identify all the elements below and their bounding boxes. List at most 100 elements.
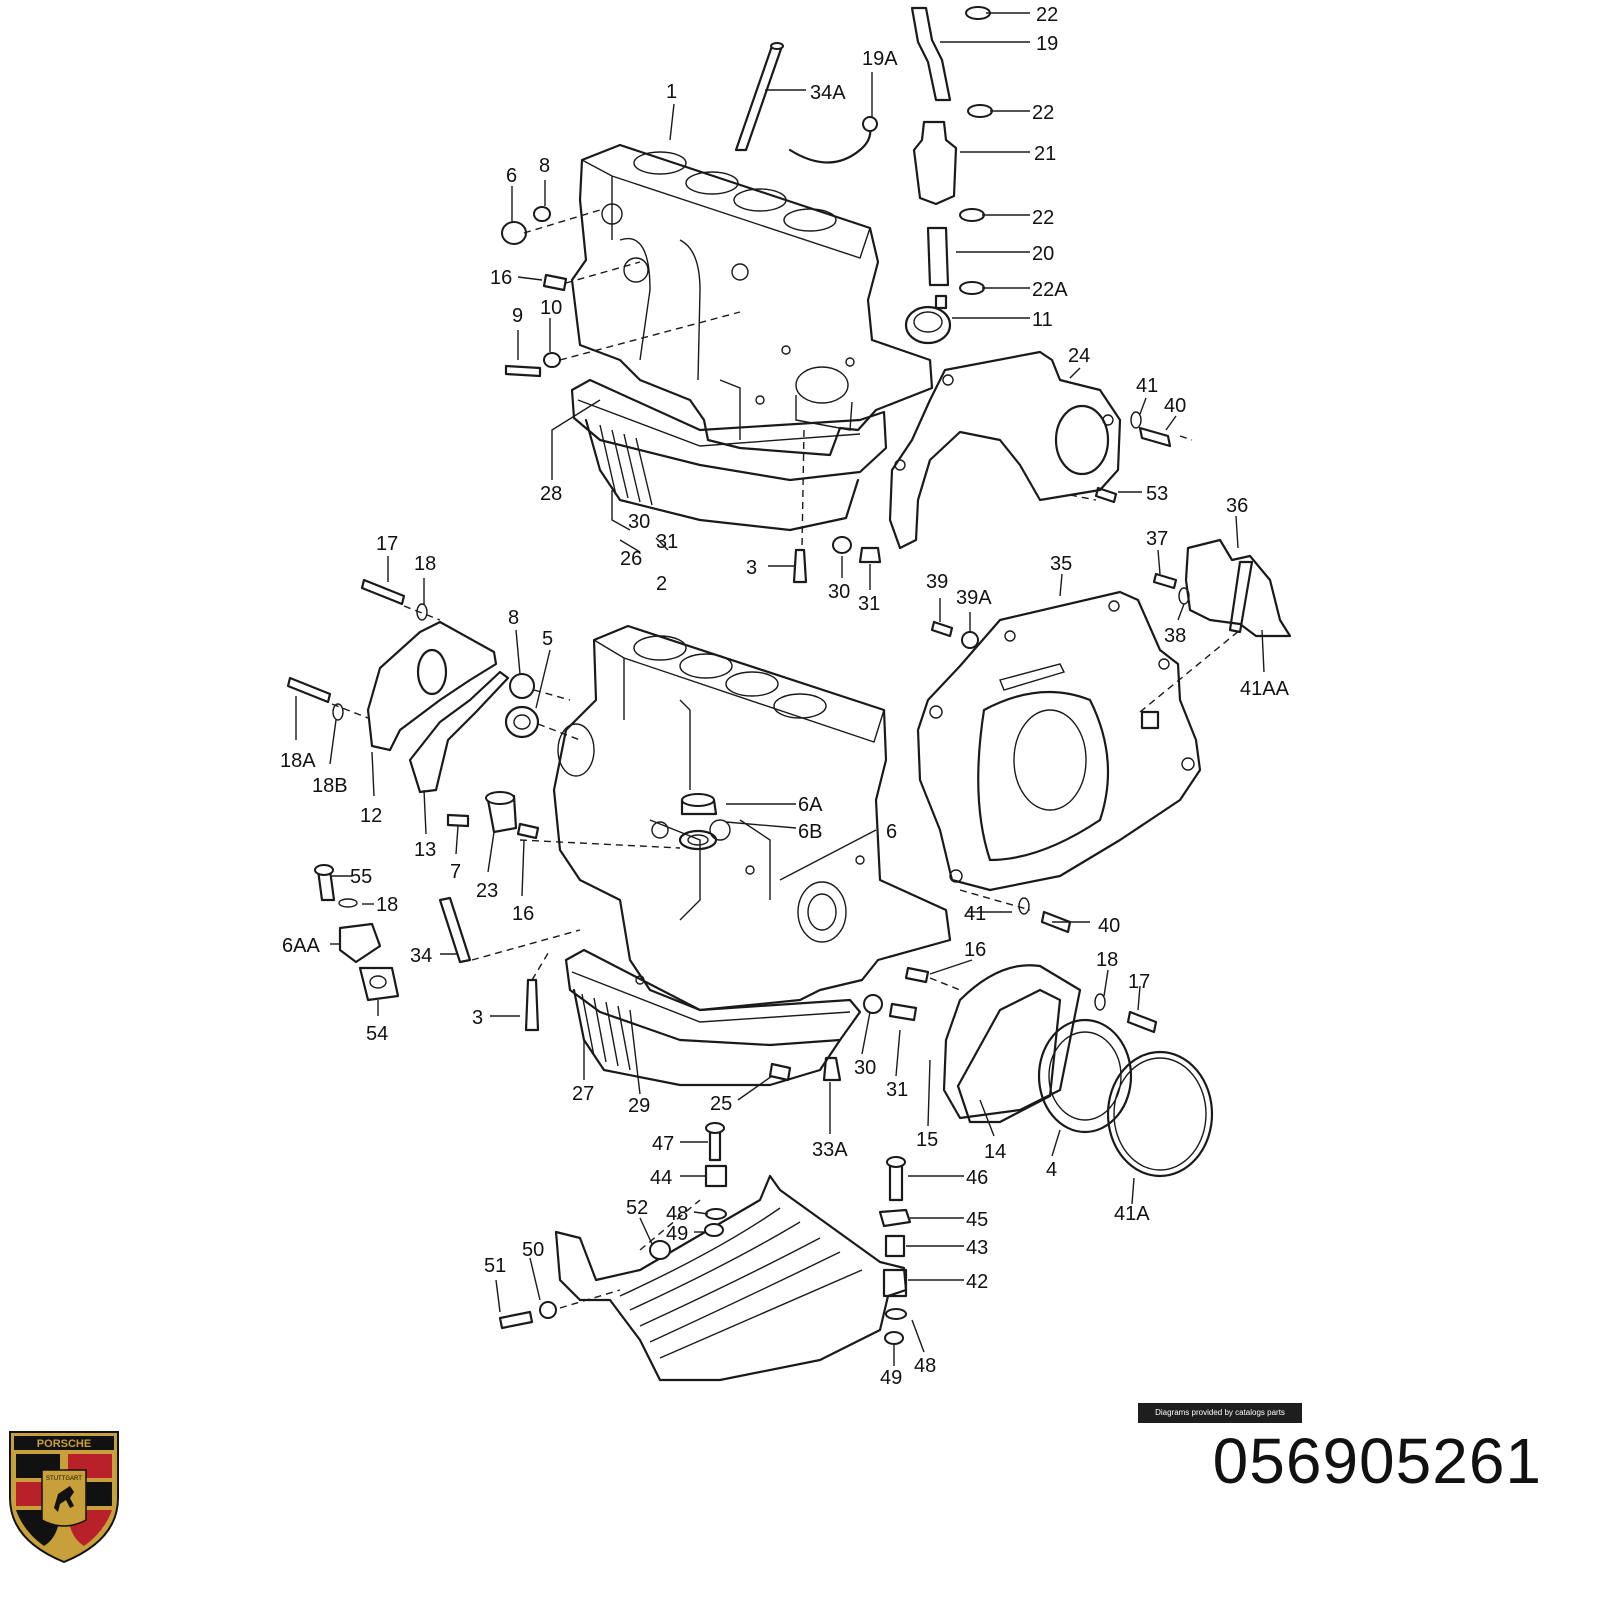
callout-8-b: 8 [508, 607, 519, 629]
front-seal-housing [366, 620, 510, 794]
adapter-plate-35 [916, 590, 1202, 934]
oil-pan-lower [564, 948, 862, 1087]
part-number: 056905261 [1212, 1425, 1542, 1497]
lower-small-parts [286, 578, 1158, 1082]
dipstick-tube-upper [734, 42, 784, 152]
callout-47: 47 [652, 1133, 674, 1155]
upper-small-parts [501, 206, 568, 378]
svg-text:PORSCHE: PORSCHE [37, 1438, 91, 1450]
callout-39A: 39A [956, 587, 992, 609]
callout-31-b: 31 [858, 593, 880, 615]
flywheel-cover-plate-24 [888, 350, 1172, 550]
callout-43: 43 [966, 1237, 988, 1259]
callout-30: 30 [628, 511, 650, 533]
callout-5: 5 [542, 628, 553, 650]
callout-14: 14 [984, 1141, 1006, 1163]
shield-hardware [498, 1122, 912, 1345]
callout-23: 23 [476, 880, 498, 902]
callout-34A: 34A [810, 82, 846, 104]
engine-block-lower [552, 624, 952, 1012]
upper-drain-parts [792, 536, 882, 584]
callout-18B: 18B [312, 775, 348, 797]
engine-block-upper [570, 143, 934, 457]
oil-pan-upper [570, 378, 888, 532]
callout-17-b: 17 [1128, 971, 1150, 993]
callout-29: 29 [628, 1095, 650, 1117]
leader-lines [295, 12, 1265, 1366]
callout-22A: 22A [1032, 279, 1068, 301]
callout-13: 13 [414, 839, 436, 861]
callout-22-c: 22 [1032, 207, 1054, 229]
porsche-crest-logo: PORSCHE STUTTGART [9, 1431, 119, 1564]
callout-17: 17 [376, 533, 398, 555]
callout-24: 24 [1068, 345, 1090, 367]
callout-3: 3 [746, 557, 757, 579]
callout-48-b: 48 [914, 1355, 936, 1377]
callout-2: 2 [656, 573, 667, 595]
bracket-36 [1152, 538, 1292, 638]
callout-40-b: 40 [1098, 915, 1120, 937]
callout-52: 52 [626, 1197, 648, 1219]
callout-44: 44 [650, 1167, 672, 1189]
callout-53: 53 [1146, 483, 1168, 505]
callout-49: 49 [666, 1223, 688, 1245]
oil-return-pipe [788, 116, 878, 164]
callout-41: 41 [1136, 375, 1158, 397]
callout-9: 9 [512, 305, 523, 327]
callout-30-b: 30 [828, 581, 850, 603]
callout-42: 42 [966, 1271, 988, 1293]
callout-45: 45 [966, 1209, 988, 1231]
callout-41A: 41A [1114, 1203, 1150, 1225]
engine-shield [554, 1174, 908, 1382]
callout-55: 55 [350, 866, 372, 888]
callout-22-b: 22 [1032, 102, 1054, 124]
callout-30-c: 30 [854, 1057, 876, 1079]
callout-6: 6 [506, 165, 517, 187]
callout-18-b: 18 [376, 894, 398, 916]
callout-20: 20 [1032, 243, 1054, 265]
callout-37: 37 [1146, 528, 1168, 550]
callout-8: 8 [539, 155, 550, 177]
callout-38: 38 [1164, 625, 1186, 647]
callout-6AA: 6AA [282, 935, 320, 957]
callout-40: 40 [1164, 395, 1186, 417]
callout-7: 7 [450, 861, 461, 883]
breather-assembly [904, 6, 993, 345]
callout-22: 22 [1036, 4, 1058, 26]
oil-filler-neck [678, 793, 718, 851]
callout-39: 39 [926, 571, 948, 593]
callout-35: 35 [1050, 553, 1072, 575]
callout-19A: 19A [862, 48, 898, 70]
callout-1: 1 [666, 81, 677, 103]
callout-16: 16 [490, 267, 512, 289]
callout-11: 11 [1032, 309, 1053, 331]
callout-41AA: 41AA [1240, 678, 1290, 700]
callout-18: 18 [414, 553, 436, 575]
callout-6B: 6B [798, 821, 822, 843]
callout-6A: 6A [798, 794, 823, 816]
callout-15: 15 [916, 1129, 938, 1151]
callout-12: 12 [360, 805, 382, 827]
callout-34: 34 [410, 945, 432, 967]
callout-27: 27 [572, 1083, 594, 1105]
assembly-dash-lines [331, 209, 1241, 1309]
callout-54: 54 [366, 1023, 388, 1045]
callout-36: 36 [1226, 495, 1248, 517]
callout-28: 28 [540, 483, 562, 505]
callout-31: 31 [656, 531, 678, 553]
callout-19: 19 [1036, 33, 1058, 55]
rear-seal-assembly [942, 964, 1214, 1178]
callout-labels: 22 19 19A 34A 1 22 21 22 20 22A 11 6 8 1… [280, 4, 1290, 1389]
callout-10: 10 [540, 297, 562, 319]
callout-50: 50 [522, 1239, 544, 1261]
diagram-credit-label: Diagrams provided by catalogs parts [1138, 1403, 1302, 1423]
callout-33A: 33A [812, 1139, 848, 1161]
callout-18-c: 18 [1096, 949, 1118, 971]
callout-21: 21 [1034, 143, 1056, 165]
callout-6-b: 6 [886, 821, 897, 843]
callout-26: 26 [620, 548, 642, 570]
svg-text:STUTTGART: STUTTGART [46, 1476, 82, 1482]
callout-25: 25 [710, 1093, 732, 1115]
callout-51: 51 [484, 1255, 506, 1277]
